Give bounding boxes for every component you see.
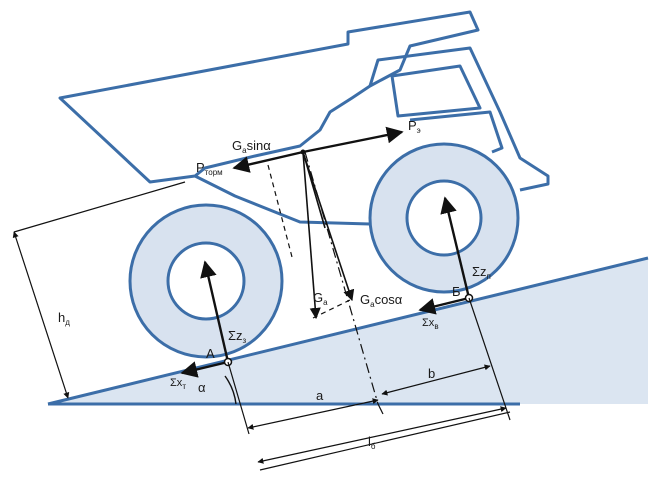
label-ga: Ga <box>313 290 328 307</box>
force-sum-z-front <box>440 196 471 299</box>
cab-window <box>390 64 482 118</box>
label-point-b: Б <box>452 284 461 299</box>
chassis-lower <box>194 174 371 226</box>
force-sum-x-front <box>418 296 470 315</box>
incline-surface-line <box>47 256 649 406</box>
cab-outline <box>368 46 550 192</box>
base-dimensions <box>227 297 511 471</box>
label-point-a: A <box>206 346 215 361</box>
force-pe <box>302 126 404 154</box>
label-dim-l: lб <box>368 434 376 451</box>
label-gcos: Gacosα <box>360 292 403 309</box>
label-sum-z-front: Σzп <box>472 264 491 281</box>
dump-bed <box>58 10 480 184</box>
rear-wheel <box>128 203 284 359</box>
label-ptorm: Pторм <box>196 160 223 177</box>
label-hd: hд <box>58 310 70 327</box>
dump-truck-body <box>58 10 550 226</box>
label-sum-x-rear: Σxт <box>170 377 186 391</box>
label-gsin: Gasinα <box>232 138 271 155</box>
dashed-gcos-line <box>312 299 351 319</box>
label-pe: Pэ <box>408 118 421 135</box>
force-sum-x-rear <box>180 360 229 378</box>
front-wheel <box>368 142 520 294</box>
alpha-arc <box>224 375 237 405</box>
centre-of-mass-dot <box>300 149 306 155</box>
force-vectors <box>232 126 404 320</box>
force-bracket <box>302 151 326 229</box>
cab-inner-window <box>409 110 504 154</box>
height-dimension <box>12 181 186 399</box>
label-sum-x-front: Σxв <box>422 317 439 331</box>
dashed-gsin-line <box>267 164 293 258</box>
force-sum-z-rear <box>200 260 230 363</box>
label-sum-z-rear: Σzз <box>228 328 247 345</box>
label-dim-b: b <box>428 366 435 381</box>
force-gcos <box>302 151 355 302</box>
force-gsin <box>232 150 304 173</box>
force-ga <box>302 151 321 320</box>
label-dim-a: a <box>316 388 324 403</box>
label-alpha: α <box>198 380 206 395</box>
